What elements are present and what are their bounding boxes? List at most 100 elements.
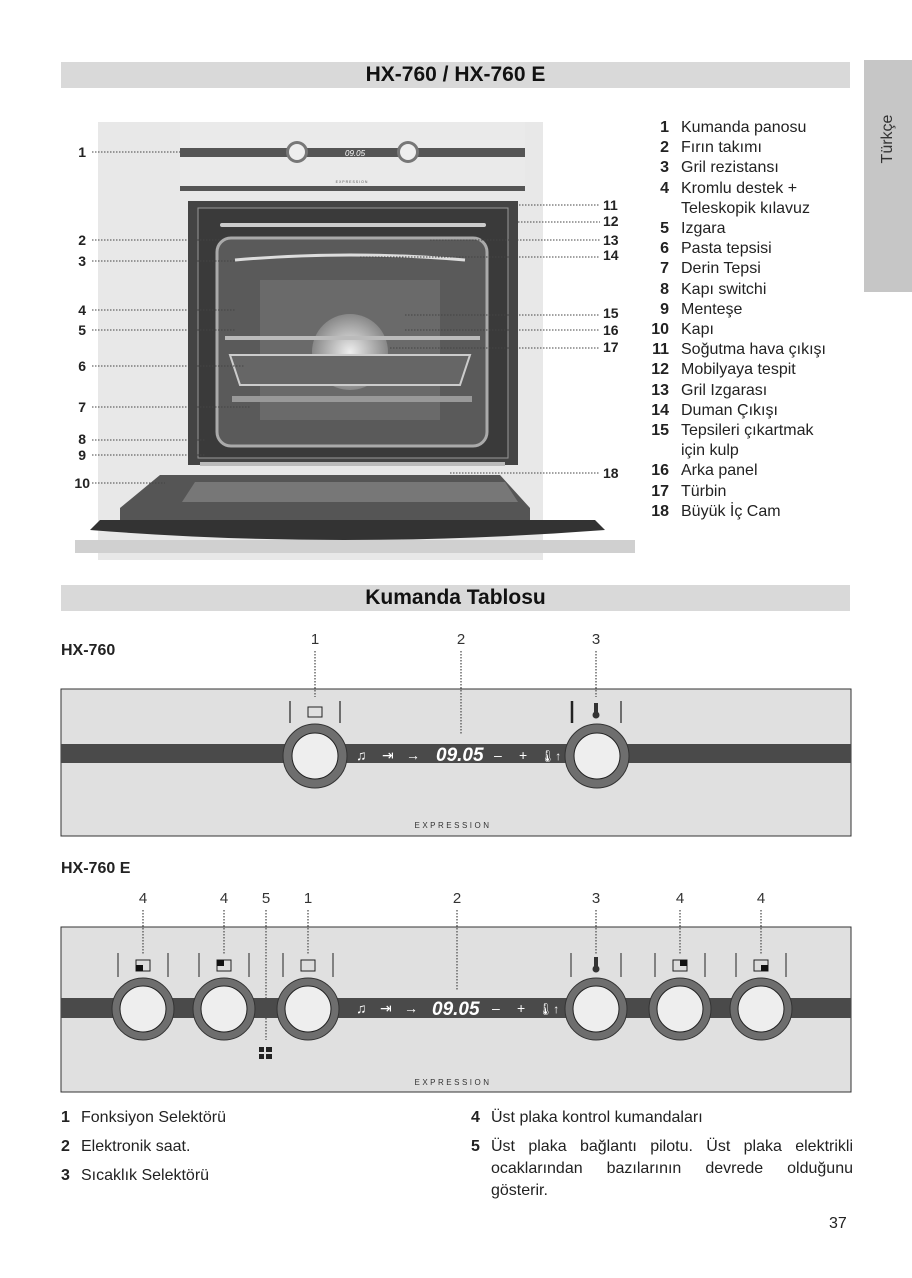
callout-4: 4 (78, 302, 86, 318)
part-label: Kromlu destek +Teleskopik kılavuz (681, 179, 810, 217)
bell-icon[interactable]: ♫ (356, 1000, 367, 1016)
clock-display: 09.05 (432, 999, 480, 1020)
part-label: Menteşe (681, 300, 743, 318)
callout-2: 2 (78, 232, 86, 248)
part-number: 16 (651, 462, 669, 480)
control-panel-hx760: 1 2 3 ♫ ⇥ → 09.05 – + 🌡↑ EXPRESSION (60, 631, 852, 837)
page-number: 37 (829, 1215, 847, 1232)
panel-callout: 4 (139, 890, 147, 907)
part-number: 14 (651, 401, 669, 419)
section-title: Kumanda Tablosu (365, 586, 546, 609)
hob-control-knob[interactable] (729, 953, 793, 1041)
callout-9: 9 (78, 447, 86, 463)
legend-item: 4 Üst plaka kontrol kumandaları (471, 1107, 853, 1129)
diagram-brand: EXPRESSION (336, 180, 369, 184)
callout-leaders (92, 151, 600, 484)
callout-13: 13 (603, 232, 619, 248)
hob-control-knob[interactable] (192, 953, 256, 1041)
callout-15: 15 (603, 305, 619, 321)
part-label: Gril rezistansı (681, 159, 779, 177)
parts-list-item: 10 Kapı (640, 320, 860, 340)
part-number: 6 (660, 240, 669, 258)
minus-button[interactable]: – (492, 1000, 500, 1016)
legend-text: Üst plaka kontrol kumandaları (491, 1109, 703, 1126)
parts-list-item: 13 Gril Izgarası (640, 381, 860, 401)
part-number: 8 (660, 280, 669, 298)
bell-icon[interactable]: ♫ (356, 747, 367, 763)
fast-heat-icon[interactable]: 🌡↑ (540, 749, 561, 763)
end-time-icon[interactable]: → (404, 1000, 418, 1016)
callout-14: 14 (603, 247, 619, 263)
panel-callout: 3 (592, 631, 600, 648)
panel-callout: 3 (592, 890, 600, 907)
legend-item: 2 Elektronik saat. (61, 1136, 441, 1158)
part-number: 13 (651, 381, 669, 399)
callout-12: 12 (603, 213, 619, 229)
callout-6: 6 (78, 358, 86, 374)
end-time-icon[interactable]: → (406, 747, 420, 763)
duration-icon[interactable]: ⇥ (380, 1000, 392, 1016)
hob-control-knob[interactable] (648, 953, 712, 1041)
part-label: Izgara (681, 220, 726, 238)
legend-number: 5 (471, 1138, 480, 1155)
plus-button[interactable]: + (517, 1000, 525, 1016)
oven-diagram: 09.05 EXPRESSION 1 2 3 4 5 (74, 122, 635, 560)
control-panel-hx760e: 4 4 5 1 2 3 4 4 ♫ ⇥ → 09.05 – + 🌡↑ (60, 890, 852, 1093)
legend-text: Elektronik saat. (81, 1138, 191, 1155)
fast-heat-icon[interactable]: 🌡↑ (538, 1002, 559, 1016)
panel-callout: 5 (262, 890, 270, 907)
part-label: Büyük İç Cam (681, 502, 781, 520)
oven-function-icon (307, 706, 323, 718)
panel-callout: 2 (453, 890, 461, 907)
language-label: Türkçe (879, 114, 896, 164)
part-number: 10 (651, 321, 669, 339)
diagram-display: 09.05 (345, 149, 366, 158)
part-number: 4 (660, 179, 669, 197)
function-selector-knob[interactable] (276, 953, 340, 1041)
hob-pilot-light-icon (259, 1047, 272, 1059)
part-number: 17 (651, 482, 669, 500)
language-tab: Türkçe (864, 60, 912, 292)
part-label: Mobilyaya tespit (681, 361, 796, 379)
part-label: Gril Izgarası (681, 381, 768, 399)
minus-button[interactable]: – (494, 747, 502, 763)
brand-label: EXPRESSION (414, 821, 491, 830)
callout-11: 11 (603, 197, 618, 213)
plus-button[interactable]: + (519, 747, 527, 763)
temperature-selector-knob[interactable] (564, 953, 628, 1041)
legend-number: 4 (471, 1109, 480, 1126)
section-title-bar: HX-760 / HX-760 E (61, 62, 850, 88)
part-label: Kapı (681, 321, 714, 339)
hob-control-knob[interactable] (111, 953, 175, 1041)
part-label: Arka panel (681, 462, 758, 480)
duration-icon[interactable]: ⇥ (382, 747, 394, 763)
legend-number: 3 (61, 1167, 70, 1184)
legend-number: 2 (61, 1138, 70, 1155)
hob-zone-icon (672, 959, 688, 972)
oven-function-icon (300, 959, 316, 972)
part-label: Pasta tepsisi (681, 240, 772, 258)
panel-callout: 1 (311, 631, 319, 648)
temperature-selector-knob[interactable] (564, 723, 630, 789)
panel-callout: 4 (220, 890, 228, 907)
part-number: 7 (660, 260, 669, 278)
callout-16: 16 (603, 322, 619, 338)
thermometer-icon (592, 957, 600, 973)
function-selector-knob[interactable] (282, 723, 348, 789)
section-title: HX-760 / HX-760 E (365, 63, 546, 86)
part-number: 11 (652, 341, 669, 359)
